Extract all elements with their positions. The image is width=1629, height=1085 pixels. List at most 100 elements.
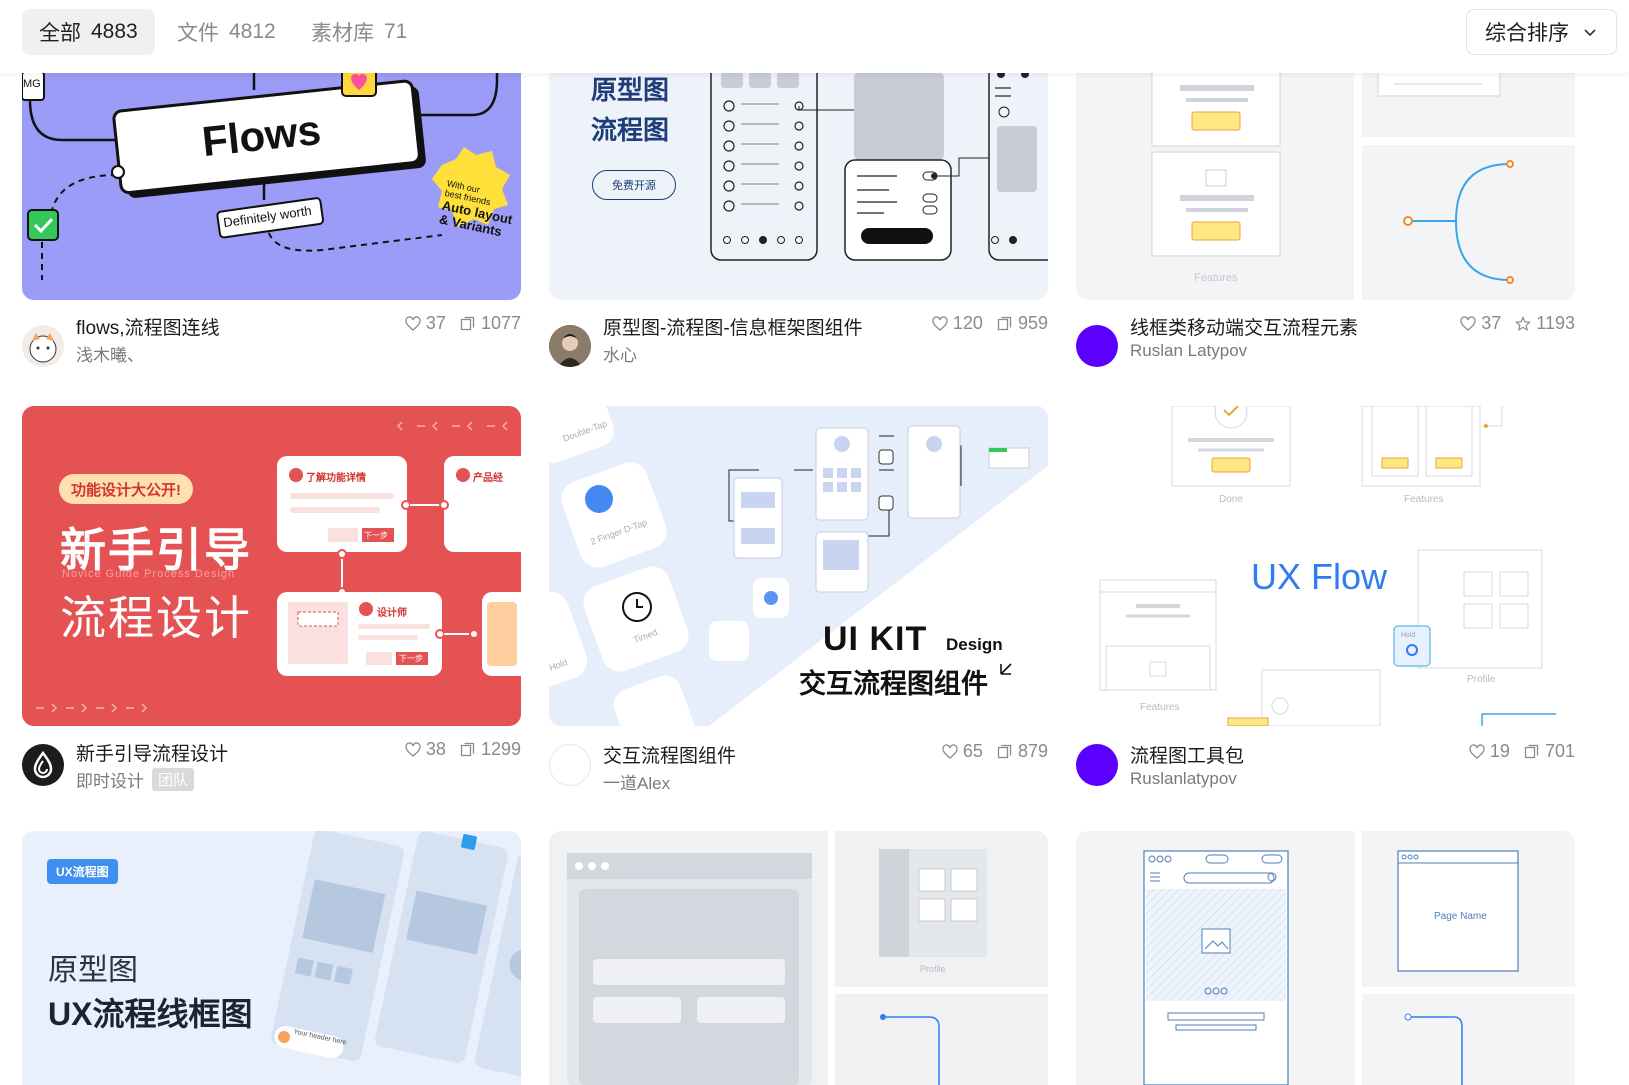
card-thumbnail[interactable]: UI KIT Design 交互流程图组件 Double-Tap 2 Finge… xyxy=(549,406,1048,726)
like-count: 65 xyxy=(962,741,983,761)
copy-stat[interactable]: 1299 xyxy=(460,739,521,760)
tab-files[interactable]: 文件 4812 xyxy=(160,9,293,55)
tab-label: 全部 xyxy=(39,22,81,45)
card-title[interactable]: 线框类移动端交互流程元素 xyxy=(1130,318,1359,339)
card-title[interactable]: 流程图工具包 xyxy=(1130,746,1245,767)
wireframe-illustration xyxy=(1076,831,1575,1085)
thumb-headline: 流程设计 xyxy=(60,592,252,644)
next-button-label: 下一步 xyxy=(364,531,388,540)
wireframe-illustration xyxy=(549,831,1048,1085)
like-count: 19 xyxy=(1489,741,1510,761)
card-author[interactable]: 水心 xyxy=(603,341,637,366)
step-label: 设计师 xyxy=(377,608,407,619)
author-name[interactable]: 浅木曦、 xyxy=(76,346,144,365)
star-count: 1193 xyxy=(1536,313,1575,333)
card-stats: 37 1077 xyxy=(405,313,521,334)
like-stat[interactable]: 38 xyxy=(405,739,446,760)
card-author[interactable]: 即时设计 团队 xyxy=(76,767,195,792)
thumb-caption: Features xyxy=(1140,702,1180,713)
chevron-down-icon xyxy=(1584,29,1596,37)
like-count: 37 xyxy=(1481,313,1502,333)
copy-stat[interactable]: 879 xyxy=(997,741,1048,762)
card-author[interactable]: Ruslan Latypov xyxy=(1130,341,1247,361)
author-name[interactable]: Ruslanlatypov xyxy=(1130,769,1237,788)
ux-flow-illustration xyxy=(1099,406,1556,726)
tab-count: 71 xyxy=(384,20,408,43)
card-stats: 38 1299 xyxy=(405,739,521,760)
heart-icon xyxy=(405,315,421,331)
copy-icon xyxy=(997,744,1012,758)
tab-label: 文件 xyxy=(177,22,219,45)
card-title[interactable]: flows,流程图连线 xyxy=(76,318,220,339)
like-stat[interactable]: 65 xyxy=(942,741,983,762)
copy-stat[interactable]: 959 xyxy=(997,313,1048,334)
star-icon xyxy=(1515,315,1532,331)
thumb-headline: UX流程线框图 xyxy=(48,996,253,1032)
avatar[interactable] xyxy=(549,744,591,786)
thumb-caption: Profile xyxy=(920,964,946,974)
card-title[interactable]: 新手引导流程设计 xyxy=(76,744,229,765)
next-button-label: 下一步 xyxy=(399,654,423,663)
heart-icon xyxy=(942,743,958,759)
avatar[interactable] xyxy=(22,325,64,367)
avatar[interactable] xyxy=(1076,744,1118,786)
copy-count: 1299 xyxy=(480,739,521,759)
thumb-caption: Hold xyxy=(1401,632,1416,639)
thumb-caption: Profile xyxy=(1467,674,1496,685)
author-name[interactable]: 水心 xyxy=(603,346,637,365)
card-thumbnail[interactable]: UX Flow Done Features Features Profile H… xyxy=(1076,406,1575,726)
thumb-tag: UX流程图 xyxy=(47,859,118,884)
copy-count: 879 xyxy=(1017,741,1048,761)
card-author[interactable]: 一道Alex xyxy=(603,769,670,794)
copy-count: 959 xyxy=(1017,313,1048,333)
like-stat[interactable]: 19 xyxy=(1469,741,1510,762)
card-meta: flows,流程图连线 浅木曦、 37 1077 xyxy=(22,313,521,373)
avatar[interactable] xyxy=(549,325,591,367)
thumb-headline: UX Flow xyxy=(1251,556,1388,597)
card-meta: 交互流程图组件 一道Alex 65 879 xyxy=(549,739,1048,799)
copy-stat[interactable]: 701 xyxy=(1524,741,1575,762)
like-count: 38 xyxy=(425,739,446,759)
card-meta: 原型图-流程图-信息框架图组件 水心 120 959 xyxy=(549,313,1048,373)
star-stat[interactable]: 1193 xyxy=(1515,313,1575,334)
heart-icon xyxy=(405,741,421,757)
guide-illustration xyxy=(36,421,521,713)
step-label: 了解功能详情 xyxy=(306,473,366,484)
thumb-headline: 流程图 xyxy=(591,115,670,145)
like-stat[interactable]: 37 xyxy=(1460,313,1501,334)
card-stats: 19 701 xyxy=(1469,741,1575,762)
sort-label: 综合排序 xyxy=(1485,22,1569,45)
author-name[interactable]: 即时设计 xyxy=(76,772,144,791)
copy-count: 701 xyxy=(1544,741,1575,761)
avatar[interactable] xyxy=(22,744,64,786)
card-author[interactable]: Ruslanlatypov xyxy=(1130,769,1237,789)
thumb-headline: UI KIT xyxy=(823,620,928,658)
open-source-pill: 免费开源 xyxy=(592,170,676,200)
thumb-subtitle: Design xyxy=(946,635,1003,654)
card-title[interactable]: 原型图-流程图-信息框架图组件 xyxy=(603,318,863,339)
card-thumbnail[interactable]: Profile xyxy=(549,831,1048,1085)
avatar[interactable] xyxy=(1076,325,1118,367)
like-stat[interactable]: 120 xyxy=(932,313,983,334)
thumb-caption: Features xyxy=(1404,494,1444,505)
tab-all[interactable]: 全部 4883 xyxy=(22,9,155,55)
card-stats: 37 1193 xyxy=(1460,313,1575,334)
sort-dropdown[interactable]: 综合排序 xyxy=(1466,9,1617,55)
like-stat[interactable]: 37 xyxy=(405,313,446,334)
author-name[interactable]: Ruslan Latypov xyxy=(1130,341,1248,360)
card-thumbnail[interactable]: Page Name xyxy=(1076,831,1575,1085)
copy-stat[interactable]: 1077 xyxy=(460,313,521,334)
author-name[interactable]: 一道Alex xyxy=(603,774,671,793)
card-author[interactable]: 浅木曦、 xyxy=(76,341,144,366)
card-stats: 65 879 xyxy=(942,741,1048,762)
card-thumbnail[interactable]: 功能设计大公开! 新手引导 Novice Guide Process Desig… xyxy=(22,406,521,726)
tab-assets[interactable]: 素材库 71 xyxy=(294,9,424,55)
card-title[interactable]: 交互流程图组件 xyxy=(603,746,737,767)
thumb-caption: Features xyxy=(1194,272,1238,284)
card-meta: 线框类移动端交互流程元素 Ruslan Latypov 37 1193 xyxy=(1076,313,1575,373)
card-thumbnail[interactable]: UX流程图 原型图 UX流程线框图 Your header here xyxy=(22,831,521,1085)
card-meta: 流程图工具包 Ruslanlatypov 19 701 xyxy=(1076,739,1575,799)
wireframe-illustration xyxy=(271,831,521,1078)
copy-count: 1077 xyxy=(480,313,521,333)
heart-icon xyxy=(932,315,948,331)
